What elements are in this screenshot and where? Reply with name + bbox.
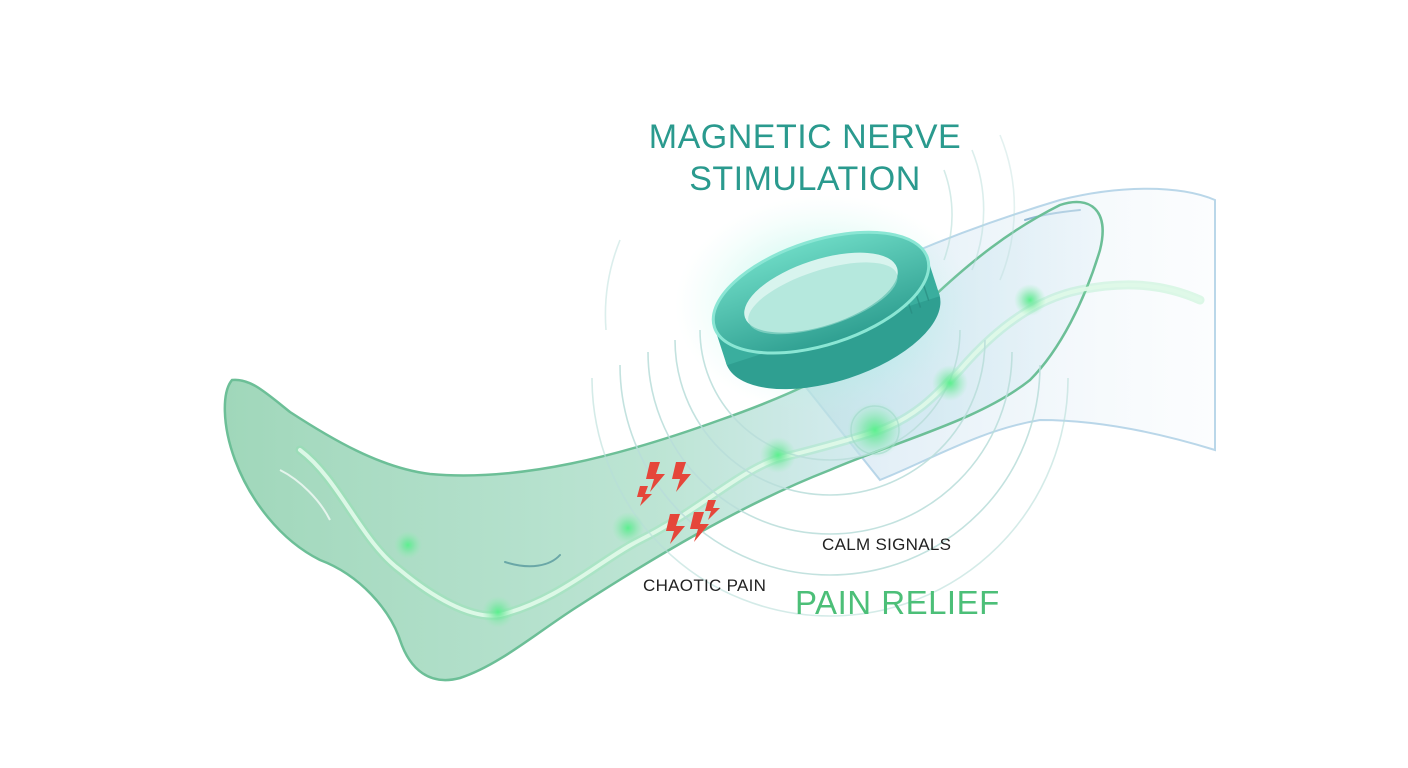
glowing-signal-node-icon [482, 596, 514, 628]
magnetic-ring-device-icon [711, 230, 941, 390]
pain-bolts [637, 462, 720, 544]
lightning-bolt-icon [690, 512, 709, 542]
calm-signal-nodes [394, 284, 1046, 628]
diagram-title: MAGNETIC NERVE STIMULATION [600, 116, 1010, 200]
glowing-signal-node-icon [760, 437, 796, 473]
toe-line [279, 469, 331, 521]
glowing-signal-node-icon [932, 365, 968, 401]
lightning-bolt-icon [646, 462, 665, 492]
lightning-bolt-icon [637, 486, 652, 506]
title-line-2: STIMULATION [689, 160, 921, 198]
glowing-signal-node-icon [1014, 284, 1046, 316]
lightning-bolt-icon [672, 462, 691, 492]
lightning-bolt-icon [666, 514, 685, 544]
calm-signals-label: CALM SIGNALS [822, 535, 952, 554]
pain-relief-label: PAIN RELIEF [795, 584, 1000, 621]
title-line-1: MAGNETIC NERVE [648, 118, 962, 156]
chaotic-pain-label: CHAOTIC PAIN [643, 576, 767, 595]
glowing-signal-node-icon [847, 402, 903, 458]
ankle-crease [504, 554, 561, 568]
lightning-bolt-icon [705, 500, 720, 520]
glowing-signal-node-icon [394, 531, 422, 559]
glowing-signal-node-icon [612, 512, 644, 544]
